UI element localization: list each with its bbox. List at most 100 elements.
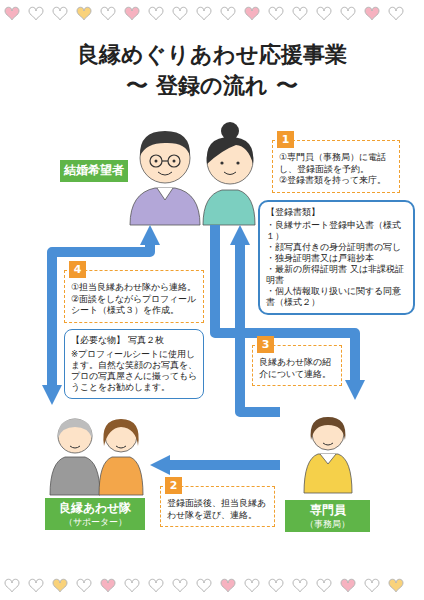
smile (70, 446, 80, 448)
box-heading: 【登録書類】 (266, 207, 407, 218)
heart (197, 579, 211, 592)
heart (77, 579, 91, 592)
box-item: ・良縁サポート登録申込書（様式１） (266, 220, 407, 242)
smile (158, 172, 172, 175)
eye (220, 161, 223, 164)
heart (341, 7, 355, 20)
heart (125, 579, 139, 592)
heart (245, 7, 259, 20)
glasses (150, 155, 162, 167)
heart (221, 7, 235, 20)
heart (389, 7, 403, 20)
step-box: 1①専門員（事務局）に電話し、登録面談を予約。②登録書類を持って来庁。 (272, 140, 400, 193)
heart (317, 579, 331, 592)
box-item: ※プロフィールシートに使用します。自然な笑顔のお写真を、プロの写真屋さんに撮って… (71, 349, 197, 393)
label-plate: 専門員（事務局） (285, 500, 370, 532)
heart (77, 7, 91, 20)
step-text: ②面談をしながらプロフィールシート（様式３）を作成。 (71, 294, 197, 317)
step-box: 4①担当良縁あわせ隊から連絡。②面談をしながらプロフィールシート（様式３）を作成… (64, 270, 204, 323)
group-sublabel: （事務局） (289, 519, 366, 530)
group-sublabel: （サポーター） (49, 517, 141, 528)
heart (53, 579, 67, 592)
heart (101, 579, 115, 592)
heart (245, 579, 259, 592)
group-label: 結婚希望者 (64, 163, 124, 179)
group-label: 良縁あわせ隊 (49, 501, 141, 517)
heart (5, 7, 19, 20)
smile (116, 446, 126, 448)
heart (317, 7, 331, 20)
page-title: 良縁めぐりあわせ応援事業 〜 登録の流れ 〜 (72, 40, 352, 102)
head (58, 419, 92, 453)
head (207, 138, 253, 184)
box-item: ・最新の所得証明書 又は非課税証明書 (266, 264, 407, 286)
heart (149, 7, 163, 20)
smile (323, 443, 333, 445)
woman-figure (203, 122, 255, 225)
collar (157, 188, 173, 200)
eye (155, 160, 158, 163)
step-box: 2登録面談後、担当良縁あわせ隊を選び、連絡。 (160, 486, 275, 527)
heart (53, 7, 67, 20)
step-text: ②登録書類を持って来庁。 (279, 175, 393, 187)
shirt (304, 454, 352, 493)
heart (173, 579, 187, 592)
hair (311, 417, 346, 440)
supporter-man-figure (50, 419, 100, 495)
person-group: 結婚希望者 (55, 112, 255, 225)
heart (173, 7, 187, 20)
hair (58, 419, 92, 438)
heart (389, 579, 403, 592)
heart (365, 7, 379, 20)
person-group: 良縁あわせ隊（サポーター） (40, 405, 150, 540)
hair (103, 419, 138, 446)
heart (101, 7, 115, 20)
callout-number: 2 (165, 477, 182, 494)
box-item: ・個人情報取り扱いに関する同意書（様式２） (266, 286, 407, 308)
callout-number: 3 (257, 336, 274, 353)
shirt (50, 457, 100, 495)
supporter-woman-figure (99, 419, 143, 495)
label-plate: 結婚希望者 (60, 160, 128, 182)
group-label: 専門員 (289, 503, 366, 519)
collar (320, 454, 336, 464)
document-list-box: 【登録書類】・良縁サポート登録申込書（様式１）・顔写真付きの身分証明書の写し・独… (258, 200, 415, 315)
heart (29, 579, 43, 592)
eye (236, 161, 239, 164)
callout-number: 4 (69, 261, 86, 278)
step-text: 登録面談後、担当良縁あわせ隊を選び、連絡。 (167, 498, 268, 521)
heart (293, 7, 307, 20)
step-text: ①専門員（事務局）に電話し、登録面談を予約。 (279, 152, 393, 175)
label-plate: 良縁あわせ隊（サポーター） (45, 498, 145, 530)
heart (269, 7, 283, 20)
callout-number: 1 (277, 131, 294, 148)
flow-arrow (170, 460, 280, 470)
specialist-figure (304, 417, 352, 493)
box-item: ・顔写真付きの身分証明書の写し (266, 242, 407, 253)
heart (293, 579, 307, 592)
shirt (203, 190, 255, 225)
shirt (130, 188, 200, 225)
heart (221, 579, 235, 592)
heart (365, 579, 379, 592)
heart (341, 579, 355, 592)
man-figure (130, 131, 200, 225)
step-text: 良縁あわせ隊の紹介について連絡。 (259, 357, 335, 380)
eye (173, 160, 176, 163)
box-item: ・独身証明書又は戸籍抄本 (266, 253, 407, 264)
step-box: 3良縁あわせ隊の紹介について連絡。 (252, 345, 342, 386)
shirt (99, 457, 143, 495)
box-heading: 【必要な物】 写真２枚 (71, 335, 197, 347)
hair (140, 131, 190, 156)
smile (224, 172, 236, 175)
heart (149, 579, 163, 592)
glasses (168, 155, 180, 167)
heart (29, 7, 43, 20)
person-group: 専門員（事務局） (280, 400, 375, 540)
heart (269, 579, 283, 592)
heart (125, 7, 139, 20)
step-text: ①担当良縁あわせ隊から連絡。 (71, 282, 197, 294)
glasses-bridge (162, 160, 168, 161)
note-box: 【必要な物】 写真２枚 ※プロフィールシートに使用します。自然な笑顔のお写真を、プ… (64, 329, 204, 399)
